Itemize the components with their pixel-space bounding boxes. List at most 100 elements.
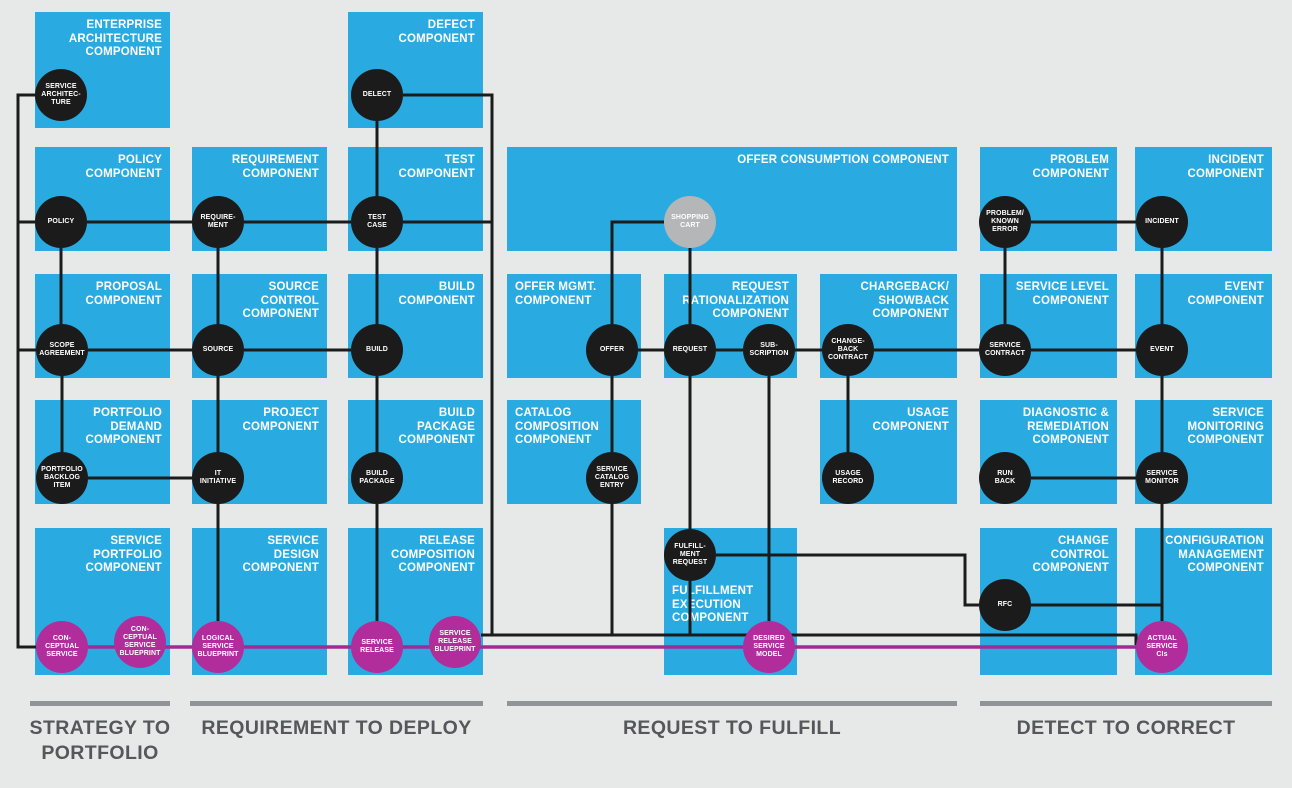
artifact-label-line: RECORD bbox=[832, 478, 864, 485]
artifact-label-line: SCOPE bbox=[49, 342, 75, 349]
artifact-label-line: TURE bbox=[51, 99, 71, 106]
component-label: OFFER MGMT. COMPONENT bbox=[515, 281, 597, 307]
component-label: SOURCE CONTROL COMPONENT bbox=[242, 281, 319, 321]
artifact-label-line: CON- bbox=[130, 626, 150, 633]
component-label: CHARGEBACK/ SHOWBACK COMPONENT bbox=[860, 281, 949, 321]
value-stream-bar bbox=[507, 701, 957, 706]
artifact-label-line: SHOPPING bbox=[671, 214, 709, 221]
artifact-label-line: IT bbox=[214, 470, 222, 477]
artifact-label-line: CONTRACT bbox=[827, 354, 869, 361]
component-label: SERVICE PORTFOLIO COMPONENT bbox=[85, 535, 162, 575]
artifact-label-line: SERVICE bbox=[989, 342, 1021, 349]
component-label: PROBLEM COMPONENT bbox=[1032, 154, 1109, 180]
artifact-label-line: BUILD bbox=[366, 346, 388, 353]
artifact-label-line: SERVICE bbox=[1146, 643, 1178, 650]
component-label: CHANGE CONTROL COMPONENT bbox=[1032, 535, 1109, 575]
artifact-label-line: SERVICE bbox=[202, 643, 234, 650]
artifact-label-line: POLICY bbox=[47, 218, 75, 225]
artifact-label-line: TEST bbox=[367, 214, 387, 221]
artifact-rfc: RFC bbox=[979, 579, 1031, 631]
component-label: EVENT COMPONENT bbox=[1187, 281, 1264, 307]
component-label: PROJECT COMPONENT bbox=[242, 407, 319, 433]
artifact-defect: DELECT bbox=[351, 69, 403, 121]
artifact-label-line: MODEL bbox=[756, 651, 782, 658]
artifact-label-line: RELEASE bbox=[438, 638, 472, 645]
artifact-label-line: CIs bbox=[1156, 651, 1168, 658]
artifact-label-line: CEPTUAL bbox=[45, 643, 79, 650]
artifact-event: EVENT bbox=[1136, 324, 1188, 376]
value-stream-label: REQUEST TO FULFILL bbox=[622, 717, 842, 739]
artifact-label-line: BACK bbox=[994, 478, 1016, 485]
artifact-request: REQUEST bbox=[664, 324, 716, 376]
artifact-label-line: AGREEMENT bbox=[39, 350, 85, 357]
component-label: FULFILLMENT EXECUTION COMPONENT bbox=[672, 585, 754, 625]
artifact-label-line: SUB- bbox=[760, 342, 778, 349]
artifact-label-line: SCRIPTION bbox=[749, 350, 789, 357]
artifact-label-line: SOURCE bbox=[202, 346, 234, 353]
artifact-label-line: ERROR bbox=[992, 226, 1018, 233]
artifact-label-line: BLUEPRINT bbox=[119, 650, 161, 657]
artifact-label-line: SERVICE bbox=[361, 639, 393, 646]
artifact-label-line: BACKLOG bbox=[43, 474, 81, 481]
artifact-label-line: ITEM bbox=[53, 482, 71, 489]
artifact-policy: POLICY bbox=[35, 196, 87, 248]
artifact-label-line: RFC bbox=[997, 601, 1013, 608]
component-label: DEFECT COMPONENT bbox=[398, 19, 475, 45]
artifact-label-line: PORTFOLIO bbox=[41, 466, 83, 473]
artifact-label-line: CART bbox=[680, 222, 700, 229]
artifact-label-line: BLUEPRINT bbox=[197, 651, 239, 658]
value-stream-label: REQUIREMENT TO DEPLOY bbox=[201, 717, 472, 739]
artifact-label-line: CON- bbox=[52, 635, 72, 642]
connector-service-architecture-to-conceptual-service bbox=[16, 93, 36, 649]
artifact-label-line: PROBLEM/ bbox=[986, 210, 1024, 217]
artifact-label-line: EVENT bbox=[1150, 346, 1174, 353]
artifact-label-line: REQUEST bbox=[672, 559, 708, 566]
artifact-label-line: DESIRED bbox=[753, 635, 785, 642]
component-label: CONFIGURATION MANAGEMENT COMPONENT bbox=[1165, 535, 1264, 575]
component-label: SERVICE LEVEL COMPONENT bbox=[1015, 281, 1109, 307]
value-stream-label: STRATEGY TO PORTFOLIO bbox=[29, 717, 171, 764]
component-label: USAGE COMPONENT bbox=[872, 407, 949, 433]
component-label: CATALOG COMPOSITION COMPONENT bbox=[515, 407, 599, 447]
artifact-label-line: ARCHITEC- bbox=[41, 91, 81, 98]
artifact-label-line: MENT bbox=[679, 551, 701, 558]
component-offer-consumption: OFFER CONSUMPTION COMPONENT bbox=[507, 147, 957, 251]
value-stream-bar bbox=[30, 701, 170, 706]
component-label: INCIDENT COMPONENT bbox=[1187, 154, 1264, 180]
value-stream-bar bbox=[190, 701, 483, 706]
component-label: POLICY COMPONENT bbox=[85, 154, 162, 180]
component-label: BUILD PACKAGE COMPONENT bbox=[398, 407, 475, 447]
component-label: TEST COMPONENT bbox=[398, 154, 475, 180]
artifact-label-line: MONITOR bbox=[1145, 478, 1179, 485]
artifact-requirement: REQUIRE-MENT bbox=[192, 196, 244, 248]
artifact-label-line: REQUEST bbox=[672, 346, 708, 353]
artifact-label-line: BACK bbox=[837, 346, 859, 353]
artifact-label-line: CASE bbox=[367, 222, 387, 229]
component-label: SERVICE DESIGN COMPONENT bbox=[242, 535, 319, 575]
artifact-label-line: MENT bbox=[207, 222, 229, 229]
artifact-label-line: SERVICE bbox=[124, 642, 156, 649]
artifact-label-line: SERVICE bbox=[45, 83, 77, 90]
artifact-subscription: SUB-SCRIPTION bbox=[743, 324, 795, 376]
artifact-incident: INCIDENT bbox=[1136, 196, 1188, 248]
artifact-offer: OFFER bbox=[586, 324, 638, 376]
artifact-label-line: SERVICE bbox=[753, 643, 785, 650]
component-label: PROPOSAL COMPONENT bbox=[85, 281, 162, 307]
artifact-label-line: RELEASE bbox=[360, 647, 394, 654]
artifact-label-line: SERVICE bbox=[46, 651, 78, 658]
